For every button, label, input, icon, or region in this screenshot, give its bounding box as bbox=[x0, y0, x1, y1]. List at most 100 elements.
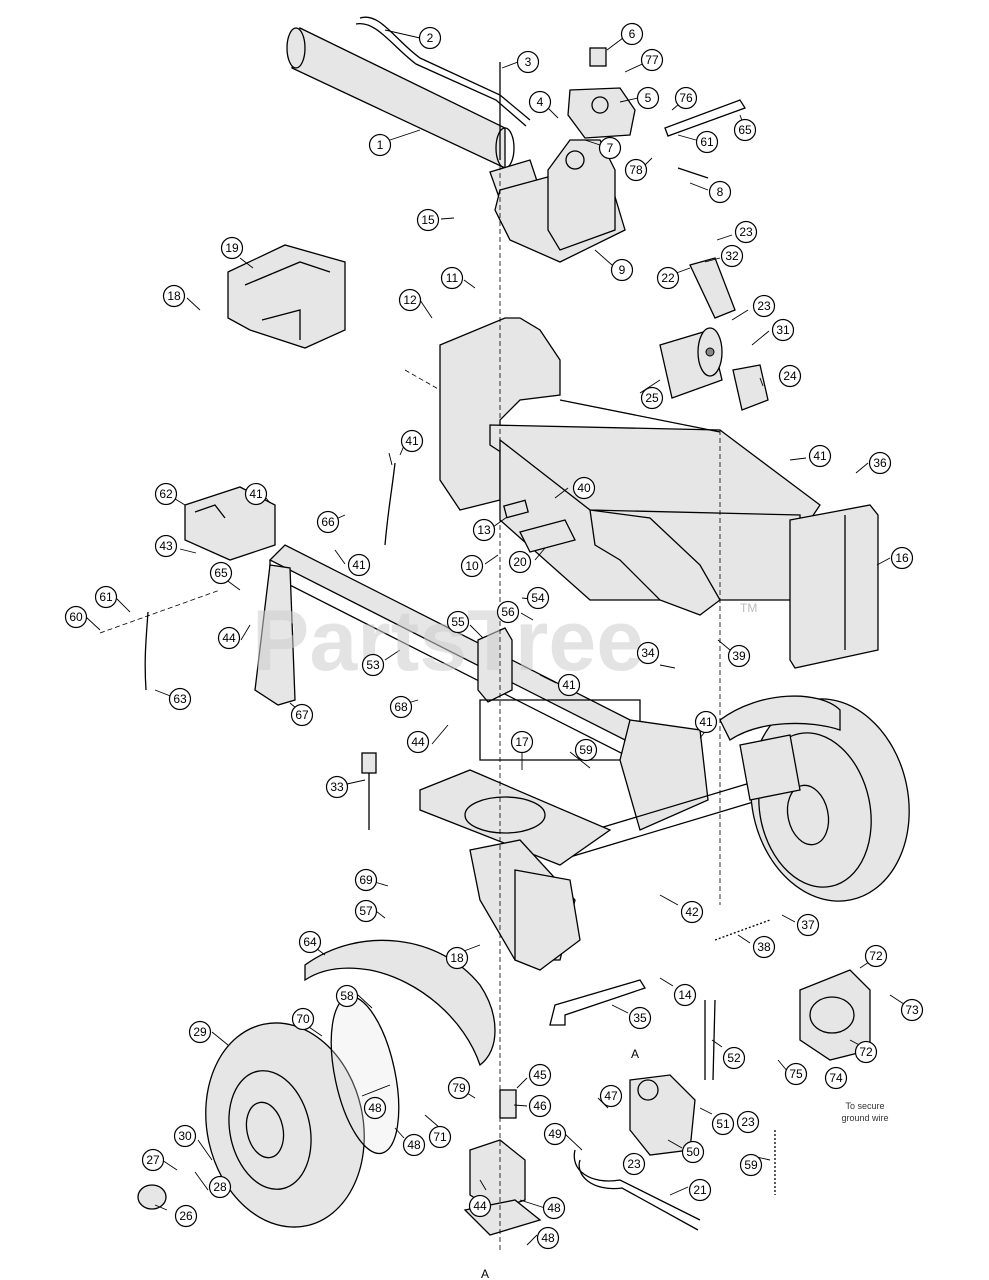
callout-number: 30 bbox=[178, 1129, 192, 1143]
callout-number: 27 bbox=[146, 1153, 160, 1167]
callout-48: 48 bbox=[542, 1196, 566, 1220]
callout-balloon bbox=[610, 258, 634, 282]
callout-balloon bbox=[363, 1096, 387, 1120]
callout-9: 9 bbox=[610, 258, 634, 282]
callout-number: 2 bbox=[427, 31, 434, 45]
callout-54: 54 bbox=[526, 586, 550, 610]
callout-balloon bbox=[368, 133, 392, 157]
callout-balloon bbox=[416, 208, 440, 232]
callout-number: 23 bbox=[627, 1157, 641, 1171]
callout-number: 41 bbox=[562, 678, 576, 692]
callout-number: 69 bbox=[359, 873, 373, 887]
callout-7: 7 bbox=[598, 136, 622, 160]
callout-number: 60 bbox=[69, 610, 83, 624]
callout-balloon bbox=[446, 610, 470, 634]
callout-number: 64 bbox=[303, 935, 317, 949]
callout-number: 1 bbox=[377, 138, 384, 152]
callout-balloon bbox=[636, 641, 660, 665]
callout-balloon bbox=[681, 1140, 705, 1164]
callout-balloon bbox=[510, 730, 534, 754]
callout-number: 28 bbox=[213, 1180, 227, 1194]
callout-number: 62 bbox=[159, 487, 173, 501]
callout-number: 53 bbox=[366, 658, 380, 672]
callout-balloon bbox=[890, 546, 914, 570]
callout-balloon bbox=[711, 1112, 735, 1136]
callout-number: 32 bbox=[725, 249, 739, 263]
callout-balloon bbox=[674, 86, 698, 110]
callout-number: 6 bbox=[629, 27, 636, 41]
callout-number: 65 bbox=[738, 123, 752, 137]
callout-balloon bbox=[824, 1066, 848, 1090]
callout-72: 72 bbox=[854, 1040, 878, 1064]
callout-balloon bbox=[528, 1094, 552, 1118]
callout-number: 77 bbox=[645, 53, 659, 67]
callout-balloon bbox=[778, 364, 802, 388]
callout-number: 76 bbox=[679, 91, 693, 105]
callout-number: 67 bbox=[295, 708, 309, 722]
callout-48: 48 bbox=[363, 1096, 387, 1120]
callout-35: 35 bbox=[628, 1006, 652, 1030]
callout-number: 38 bbox=[757, 940, 771, 954]
callout-number: 15 bbox=[421, 213, 435, 227]
callout-42: 42 bbox=[680, 900, 704, 924]
callout-49: 49 bbox=[543, 1122, 567, 1146]
callout-43: 43 bbox=[154, 534, 178, 558]
callout-balloon bbox=[402, 1133, 426, 1157]
callout-17: 17 bbox=[510, 730, 534, 754]
watermark-text: PartsTree bbox=[252, 593, 644, 689]
callout-number: 31 bbox=[776, 323, 790, 337]
callout-number: 52 bbox=[727, 1051, 741, 1065]
callout-balloon bbox=[447, 1076, 471, 1100]
callout-number: 47 bbox=[604, 1089, 618, 1103]
callout-8: 8 bbox=[708, 180, 732, 204]
callout-balloon bbox=[636, 86, 660, 110]
callout-5: 5 bbox=[636, 86, 660, 110]
callout-number: 39 bbox=[732, 649, 746, 663]
callout-73: 73 bbox=[900, 998, 924, 1022]
callout-71: 71 bbox=[428, 1125, 452, 1149]
callout-balloon bbox=[796, 913, 820, 937]
callout-number: 4 bbox=[537, 95, 544, 109]
safety-chain bbox=[384, 462, 396, 546]
callout-balloon bbox=[572, 476, 596, 500]
callout-37: 37 bbox=[796, 913, 820, 937]
fender bbox=[304, 939, 496, 1067]
callout-balloon bbox=[217, 626, 241, 650]
callout-balloon bbox=[460, 554, 484, 578]
callout-number: 35 bbox=[633, 1011, 647, 1025]
callout-41: 41 bbox=[694, 710, 718, 734]
callout-44: 44 bbox=[468, 1194, 492, 1218]
callout-number: 8 bbox=[717, 185, 724, 199]
callout-balloon bbox=[445, 946, 469, 970]
ground-wire-note: To secure bbox=[845, 1101, 884, 1111]
callout-3: 3 bbox=[516, 50, 540, 74]
callout-number: 45 bbox=[533, 1068, 547, 1082]
callout-number: 55 bbox=[451, 615, 465, 629]
callout-number: 22 bbox=[661, 271, 675, 285]
callout-balloon bbox=[528, 1063, 552, 1087]
callout-number: 48 bbox=[547, 1201, 561, 1215]
callout-22: 22 bbox=[656, 266, 680, 290]
callout-number: 18 bbox=[450, 951, 464, 965]
callout-number: 49 bbox=[548, 1127, 562, 1141]
callout-number: 71 bbox=[433, 1130, 447, 1144]
callout-44: 44 bbox=[217, 626, 241, 650]
callout-number: 75 bbox=[789, 1067, 803, 1081]
callout-balloon bbox=[528, 90, 552, 114]
callout-number: 13 bbox=[477, 523, 491, 537]
callout-18: 18 bbox=[445, 946, 469, 970]
callout-61: 61 bbox=[94, 585, 118, 609]
control-valve bbox=[567, 47, 636, 139]
callout-4: 4 bbox=[528, 90, 552, 114]
callout-number: 72 bbox=[859, 1045, 873, 1059]
callout-number: 48 bbox=[407, 1138, 421, 1152]
callout-65: 65 bbox=[209, 561, 233, 585]
callout-balloon bbox=[695, 130, 719, 154]
callout-53: 53 bbox=[361, 653, 385, 677]
callout-balloon bbox=[526, 586, 550, 610]
callout-balloon bbox=[162, 284, 186, 308]
watermark: PartsTree TM bbox=[252, 593, 757, 689]
callout-number: 74 bbox=[829, 1071, 843, 1085]
callout-balloon bbox=[574, 738, 598, 762]
callout-38: 38 bbox=[752, 935, 776, 959]
